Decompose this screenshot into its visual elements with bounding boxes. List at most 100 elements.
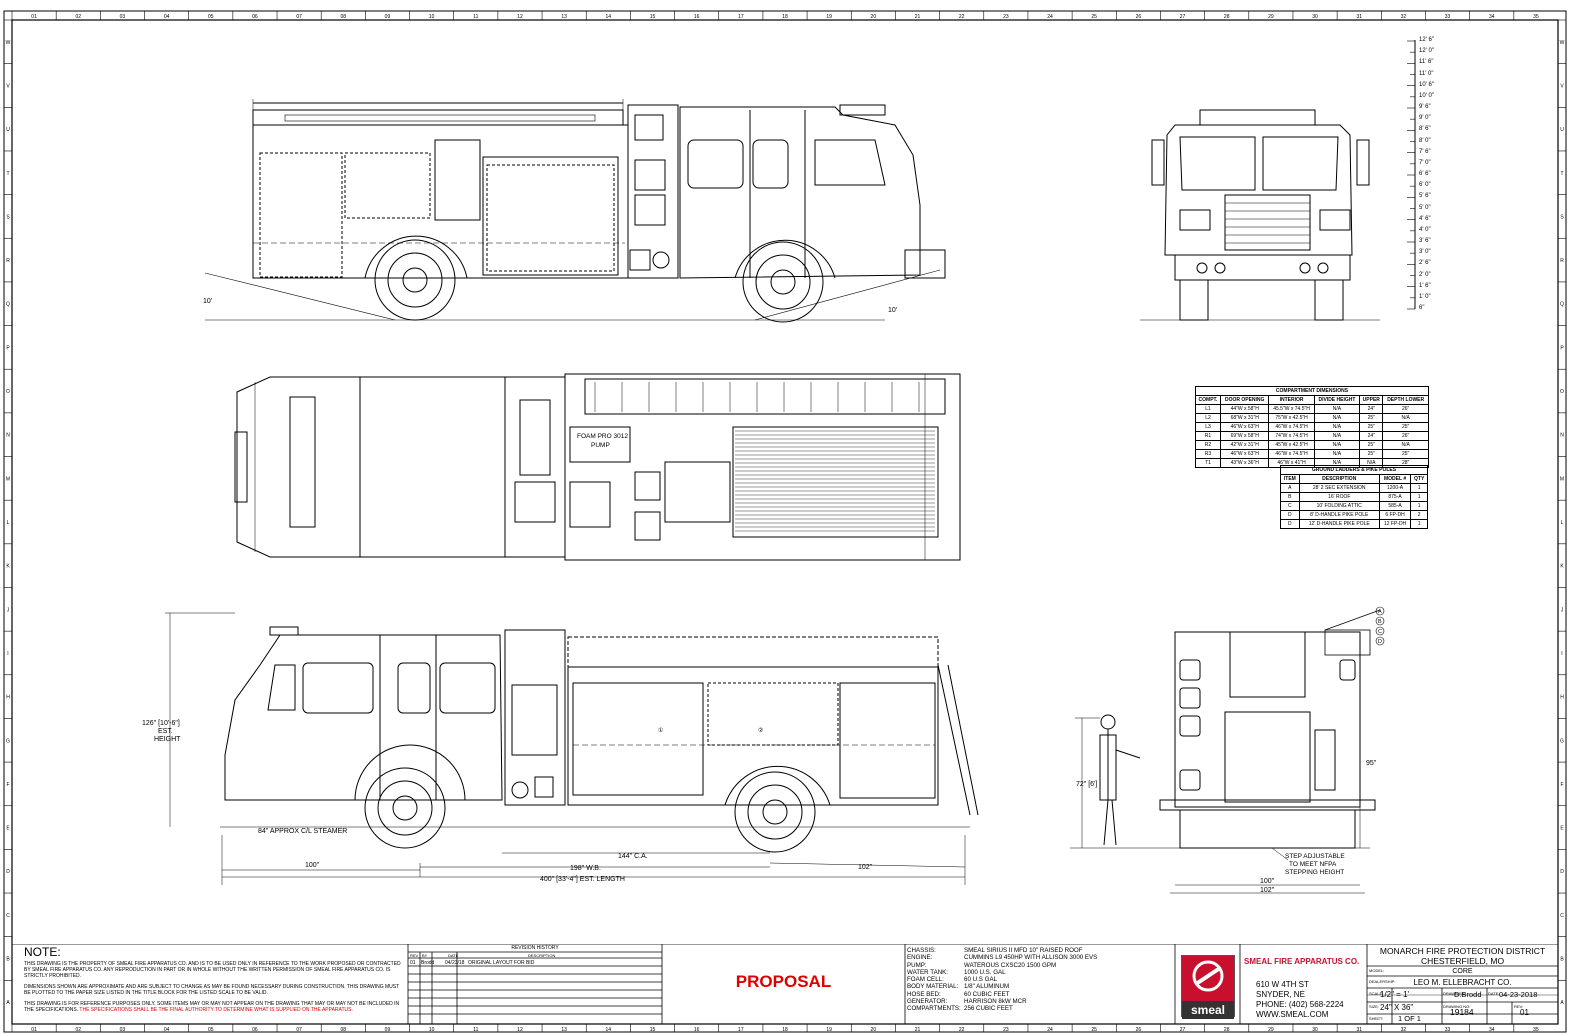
- compartment-callout-1: ①: [658, 727, 663, 734]
- sheet-value: 1 OF 1: [1398, 1014, 1421, 1023]
- rev-header-date: DATE: [448, 953, 459, 958]
- compt-cell: 46"W x 74.5"H: [1268, 422, 1315, 432]
- grid-row-label: L: [1561, 520, 1564, 526]
- grid-row-label: B: [6, 957, 10, 963]
- grid-column-label: 12: [517, 14, 523, 20]
- grid-row-label: P: [6, 345, 10, 351]
- rev-header-rev: REV: [410, 953, 419, 958]
- compt-cell: R2: [1195, 440, 1221, 450]
- scale-label: 6' 6": [1419, 171, 1431, 177]
- grid-column-label: 07: [296, 14, 302, 20]
- scale-label: 5' 0": [1419, 204, 1431, 211]
- compt-cell: 25": [1359, 422, 1384, 432]
- grid-column-label: 15: [650, 14, 656, 20]
- model-value: CORE: [1452, 968, 1473, 975]
- grid-column-label: 22: [959, 1027, 965, 1033]
- compt-cell: 45"W x 42.5"H: [1268, 440, 1315, 450]
- grid-column-label: 10: [429, 1027, 435, 1033]
- scale-label: 12' 0": [1419, 48, 1434, 55]
- grid-row-label: N: [1560, 433, 1564, 439]
- compt-cell: 42"W x 31"H: [1219, 440, 1270, 450]
- grid-column-label: 33: [1445, 14, 1451, 20]
- rev-row-date: 04/23/18: [445, 960, 465, 966]
- compt-cell: 69"W x 58"H: [1219, 431, 1270, 441]
- grid-row-label: A: [1560, 1000, 1564, 1006]
- revision-history-title: REVISION HISTORY: [511, 945, 559, 951]
- compt-cell: T1: [1195, 458, 1221, 468]
- grid-column-label: 29: [1268, 14, 1274, 20]
- compartment-dimensions-table: COMPARTMENT DIMENSIONS COMPT.DOOR OPENIN…: [1195, 386, 1429, 468]
- overall-height-word: HEIGHT: [154, 736, 181, 743]
- grid-column-label: 25: [1091, 14, 1097, 20]
- wheelbase-dimension: 198" W.B.: [570, 865, 601, 872]
- sheet-label: SHEET:: [1369, 1016, 1384, 1021]
- grid-column-label: 14: [606, 14, 612, 20]
- cab-to-axle-dimension: 144" C.A.: [618, 853, 648, 860]
- spec-label: FOAM CELL:: [907, 976, 944, 984]
- grid-column-label: 32: [1401, 1027, 1407, 1033]
- step-note-line-1: STEP ADJUSTABLE: [1285, 853, 1345, 860]
- company-address-1: 610 W 4TH ST: [1256, 980, 1309, 989]
- spec-row: COMPARTMENTS:256 CUBIC FEET: [907, 1005, 1177, 1012]
- notes-title: NOTE:: [24, 945, 61, 959]
- ladder-cell: A: [1280, 483, 1300, 493]
- compt-cell: N/A: [1382, 413, 1429, 423]
- ladder-cell: B: [1280, 492, 1300, 502]
- compt-cell: 25": [1382, 422, 1429, 432]
- scale-label: 4' 6": [1419, 215, 1431, 222]
- grid-column-label: 26: [1136, 14, 1142, 20]
- grid-row-label: Q: [1560, 302, 1564, 308]
- plan-view: FOAM PRO 3012 PUMP: [234, 373, 961, 561]
- grid-row-label: M: [6, 476, 10, 482]
- grid-column-label: 01: [31, 1027, 37, 1033]
- spec-label: ENGINE:: [907, 954, 933, 962]
- compt-cell: 46"W x 63"H: [1219, 422, 1270, 432]
- scale-label: 8' 0": [1419, 137, 1431, 144]
- proposal-stamp: PROPOSAL: [735, 972, 832, 991]
- grid-row-label: R: [1560, 258, 1564, 264]
- grid-row-label: J: [7, 607, 10, 613]
- grid-column-label: 06: [252, 14, 258, 20]
- grid-row-label: B: [1560, 957, 1564, 963]
- grid-column-label: 31: [1356, 1027, 1362, 1033]
- model-label: MODEL:: [1369, 968, 1385, 973]
- grid-row-label: V: [6, 83, 10, 89]
- compt-cell: N/A: [1313, 449, 1361, 459]
- spec-row: HOSE BED:60 CUBIC FEET: [907, 991, 1177, 998]
- rev-value: 01: [1520, 1008, 1529, 1017]
- grid-column-label: 14: [606, 1027, 612, 1033]
- grid-border-marks: [4, 11, 1566, 1032]
- grid-column-label: 03: [120, 14, 126, 20]
- grid-column-label: 17: [738, 14, 744, 20]
- callout-d: D: [1378, 639, 1382, 645]
- ladder-table-title: GROUND LADDERS & PIKE POLES: [1280, 465, 1428, 475]
- rear-width-100: 100": [1260, 878, 1275, 885]
- spec-value: SMEAL SIRIUS II MFD 10" RAISED ROOF: [964, 947, 1083, 954]
- grid-column-label: 08: [341, 14, 347, 20]
- spec-row: WATER TANK:1000 U.S. GAL: [907, 969, 1177, 976]
- scale-label: 5' 6": [1419, 193, 1431, 200]
- grid-column-label: 32: [1401, 14, 1407, 20]
- company-address: 610 W 4TH ST SNYDER, NE PHONE: (402) 568…: [1256, 980, 1344, 1020]
- ladder-header: ITEM: [1280, 474, 1300, 484]
- grid-column-label: 28: [1224, 14, 1230, 20]
- rev-row-rev: 01: [410, 960, 416, 966]
- compt-cell: 46"W x 63"H: [1219, 449, 1270, 459]
- scale-label: 6": [1419, 305, 1425, 311]
- revision-history: REVISION HISTORY REV BY DATE DESCRIPTION…: [408, 945, 662, 1025]
- ladder-cell: 12' D-HANDLE PIKE POLE: [1298, 519, 1380, 529]
- grid-column-label: 30: [1312, 1027, 1318, 1033]
- grid-column-label: 23: [1003, 1027, 1009, 1033]
- grid-column-label: 05: [208, 1027, 214, 1033]
- ladder-cell: 1: [1410, 483, 1428, 493]
- compt-cell: 25": [1359, 413, 1384, 423]
- grid-column-label: 22: [959, 14, 965, 20]
- scale-label: 3' 6": [1419, 238, 1431, 244]
- drawn-by-value: D.Brodd: [1454, 990, 1482, 999]
